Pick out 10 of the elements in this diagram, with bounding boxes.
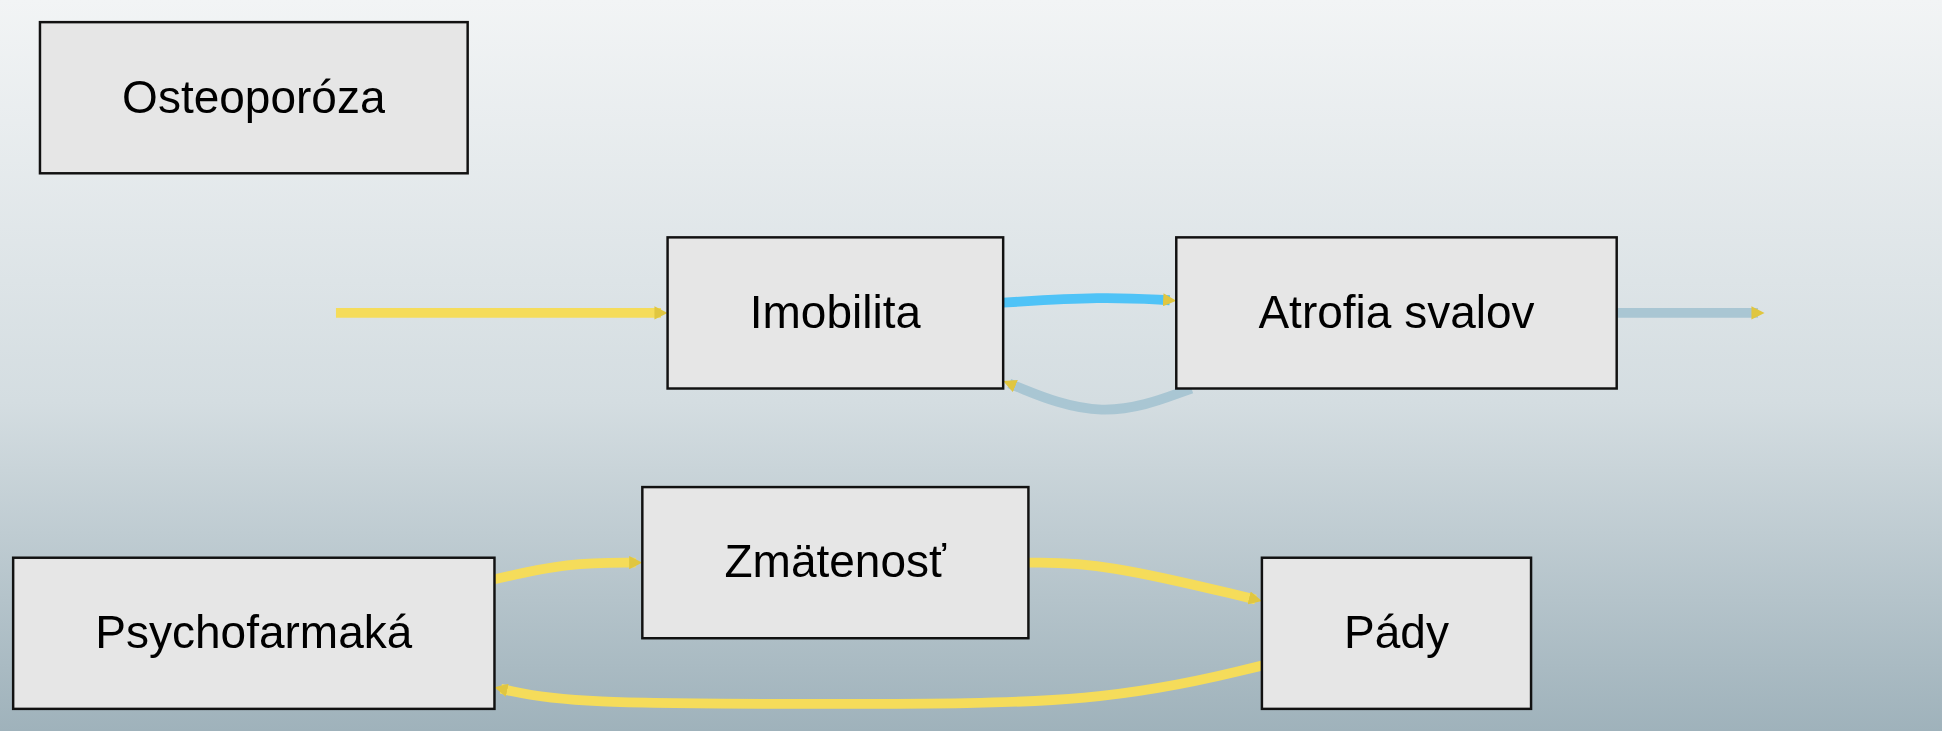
arrow <box>1003 378 1194 415</box>
node-box: Imobilita <box>666 236 1005 390</box>
node-box: Pády <box>1260 556 1533 711</box>
arrow <box>1616 306 1765 320</box>
node-box: Zmätenosť <box>641 485 1030 640</box>
node-box: Psychofarmaká <box>11 556 496 711</box>
arrow <box>1028 557 1262 605</box>
arrow <box>335 306 668 320</box>
node-box: Atrofia svalov <box>1175 236 1618 390</box>
node-box: Osteoporóza <box>38 20 469 175</box>
